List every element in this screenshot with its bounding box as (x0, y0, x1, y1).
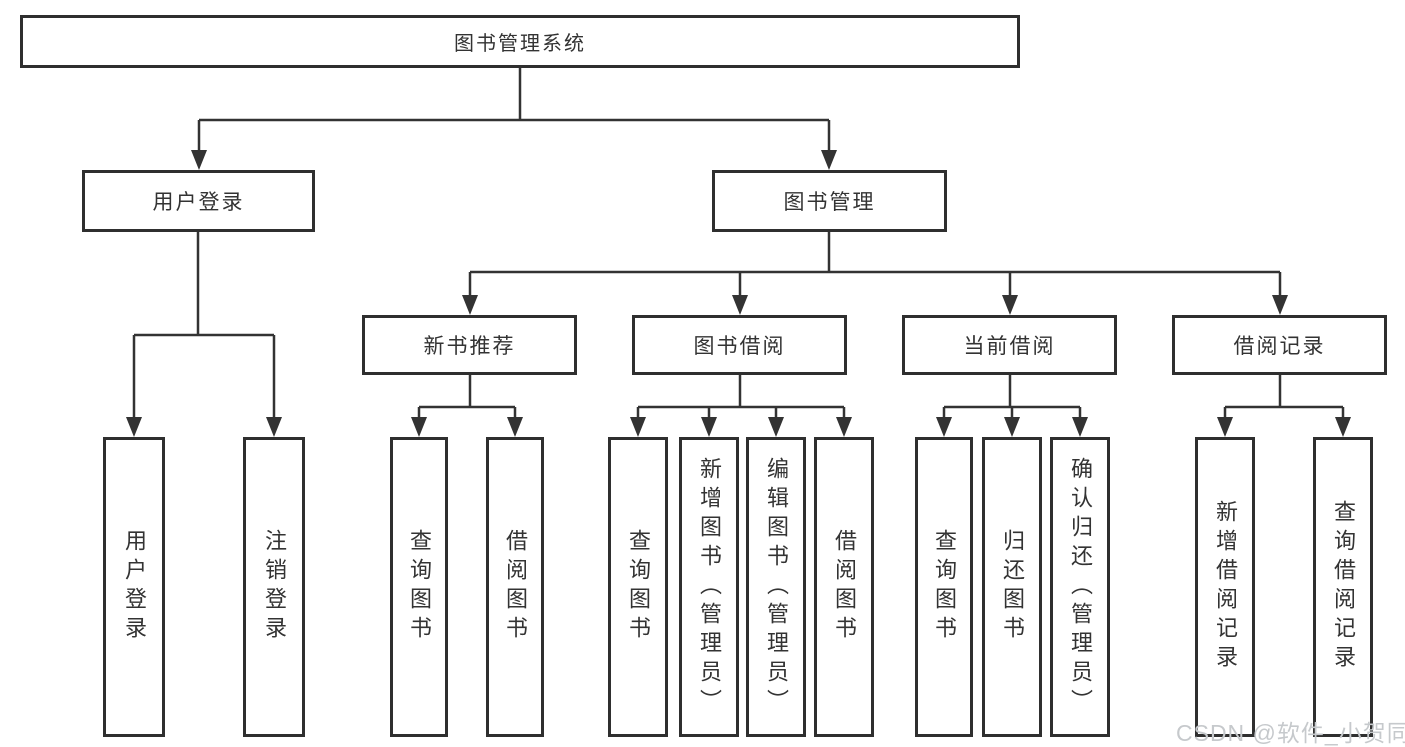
leaf-edit-books-admin-label: 编辑图书（管理员） (764, 456, 789, 718)
leaf-query-borrow-record-label: 查询借阅记录 (1331, 500, 1356, 674)
leaf-user-login-label: 用户登录 (122, 529, 147, 645)
node-user-login-label: 用户登录 (152, 191, 245, 214)
leaf-logout: 注销登录 (243, 437, 305, 737)
leaf-return-books: 归还图书 (982, 437, 1042, 737)
leaf-confirm-return-admin: 确认归还（管理员） (1050, 437, 1110, 737)
node-current-borrow: 当前借阅 (902, 315, 1117, 375)
node-new-book-recommend-label: 新书推荐 (423, 335, 516, 358)
leaf-edit-books-admin: 编辑图书（管理员） (746, 437, 806, 737)
leaf-borrow-books-label: 借阅图书 (832, 529, 857, 645)
leaf-current-query-books: 查询图书 (915, 437, 973, 737)
leaf-borrow-books: 借阅图书 (814, 437, 874, 737)
leaf-add-borrow-record-label: 新增借阅记录 (1213, 500, 1238, 674)
leaf-confirm-return-admin-label: 确认归还（管理员） (1068, 456, 1093, 718)
node-borrow-records: 借阅记录 (1172, 315, 1387, 375)
node-root-system: 图书管理系统 (20, 15, 1020, 68)
leaf-recommend-query-books-label: 查询图书 (407, 529, 432, 645)
leaf-add-borrow-record: 新增借阅记录 (1195, 437, 1255, 737)
node-current-borrow-label: 当前借阅 (963, 335, 1056, 358)
leaf-user-login: 用户登录 (103, 437, 165, 737)
leaf-return-books-label: 归还图书 (1000, 529, 1025, 645)
node-root-label: 图书管理系统 (454, 33, 586, 55)
leaf-query-borrow-record: 查询借阅记录 (1313, 437, 1373, 737)
node-book-borrow: 图书借阅 (632, 315, 847, 375)
node-new-book-recommend: 新书推荐 (362, 315, 577, 375)
leaf-add-books-admin: 新增图书（管理员） (679, 437, 739, 737)
node-book-borrow-label: 图书借阅 (693, 335, 786, 358)
leaf-borrow-query-books-label: 查询图书 (626, 529, 651, 645)
leaf-recommend-borrow-books: 借阅图书 (486, 437, 544, 737)
node-book-management: 图书管理 (712, 170, 947, 232)
leaf-recommend-query-books: 查询图书 (390, 437, 448, 737)
leaf-current-query-books-label: 查询图书 (932, 529, 957, 645)
node-borrow-records-label: 借阅记录 (1233, 335, 1326, 358)
leaf-recommend-borrow-books-label: 借阅图书 (503, 529, 528, 645)
leaf-logout-label: 注销登录 (262, 529, 287, 645)
leaf-borrow-query-books: 查询图书 (608, 437, 668, 737)
csdn-watermark: CSDN @软件_小贺同学 (1176, 720, 1405, 746)
leaf-add-books-admin-label: 新增图书（管理员） (697, 456, 722, 718)
node-user-login: 用户登录 (82, 170, 315, 232)
node-book-management-label: 图书管理 (783, 191, 876, 214)
